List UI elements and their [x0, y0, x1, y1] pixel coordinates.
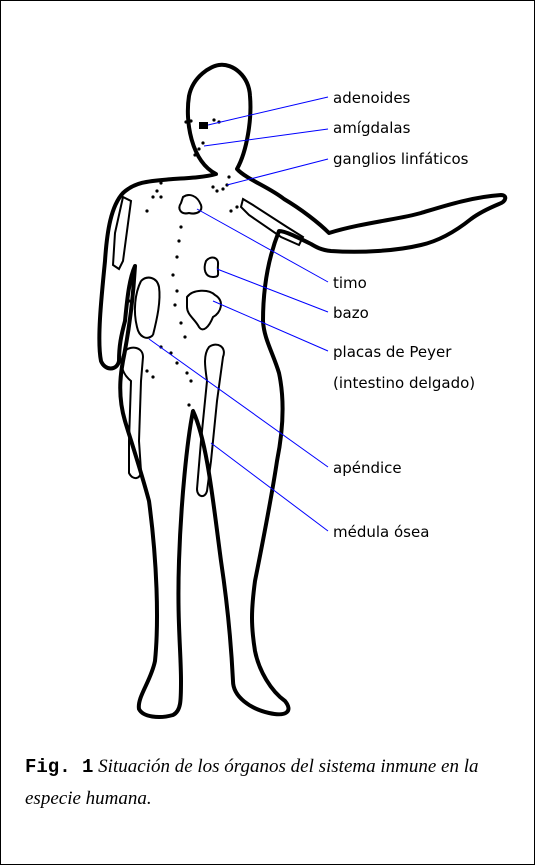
leader-bazo [217, 269, 328, 312]
leader-medula [211, 443, 328, 531]
label-bazo: bazo [333, 304, 369, 322]
leader-adenoides [208, 97, 328, 125]
placas-de-peyer-organ [187, 291, 221, 330]
timo-organ [179, 195, 201, 213]
bazo-organ [205, 258, 218, 277]
label-placas-1: placas de Peyer [333, 343, 452, 361]
immune-system-diagram: adenoides amígdalas ganglios linfáticos … [1, 1, 534, 741]
label-medula: médula ósea [333, 523, 429, 541]
label-amigdalas: amígdalas [333, 119, 411, 137]
label-placas-2: (intestino delgado) [333, 374, 475, 392]
leader-apendice [149, 339, 328, 467]
figure-caption: Fig. 1 Situación de los órganos del sist… [25, 751, 515, 815]
leader-placas [213, 301, 328, 351]
label-timo: timo [333, 274, 367, 292]
label-ganglios: ganglios linfáticos [333, 150, 469, 168]
leader-timo [197, 209, 328, 282]
caption-text: Situación de los órganos del sistema inm… [25, 756, 479, 809]
adenoides-mark [199, 122, 208, 129]
figure-number: Fig. 1 [25, 756, 93, 778]
leader-amigdalas [204, 129, 328, 146]
label-apendice: apéndice [333, 459, 402, 477]
intestino-grueso-organ [135, 278, 160, 338]
label-adenoides: adenoides [333, 89, 411, 107]
